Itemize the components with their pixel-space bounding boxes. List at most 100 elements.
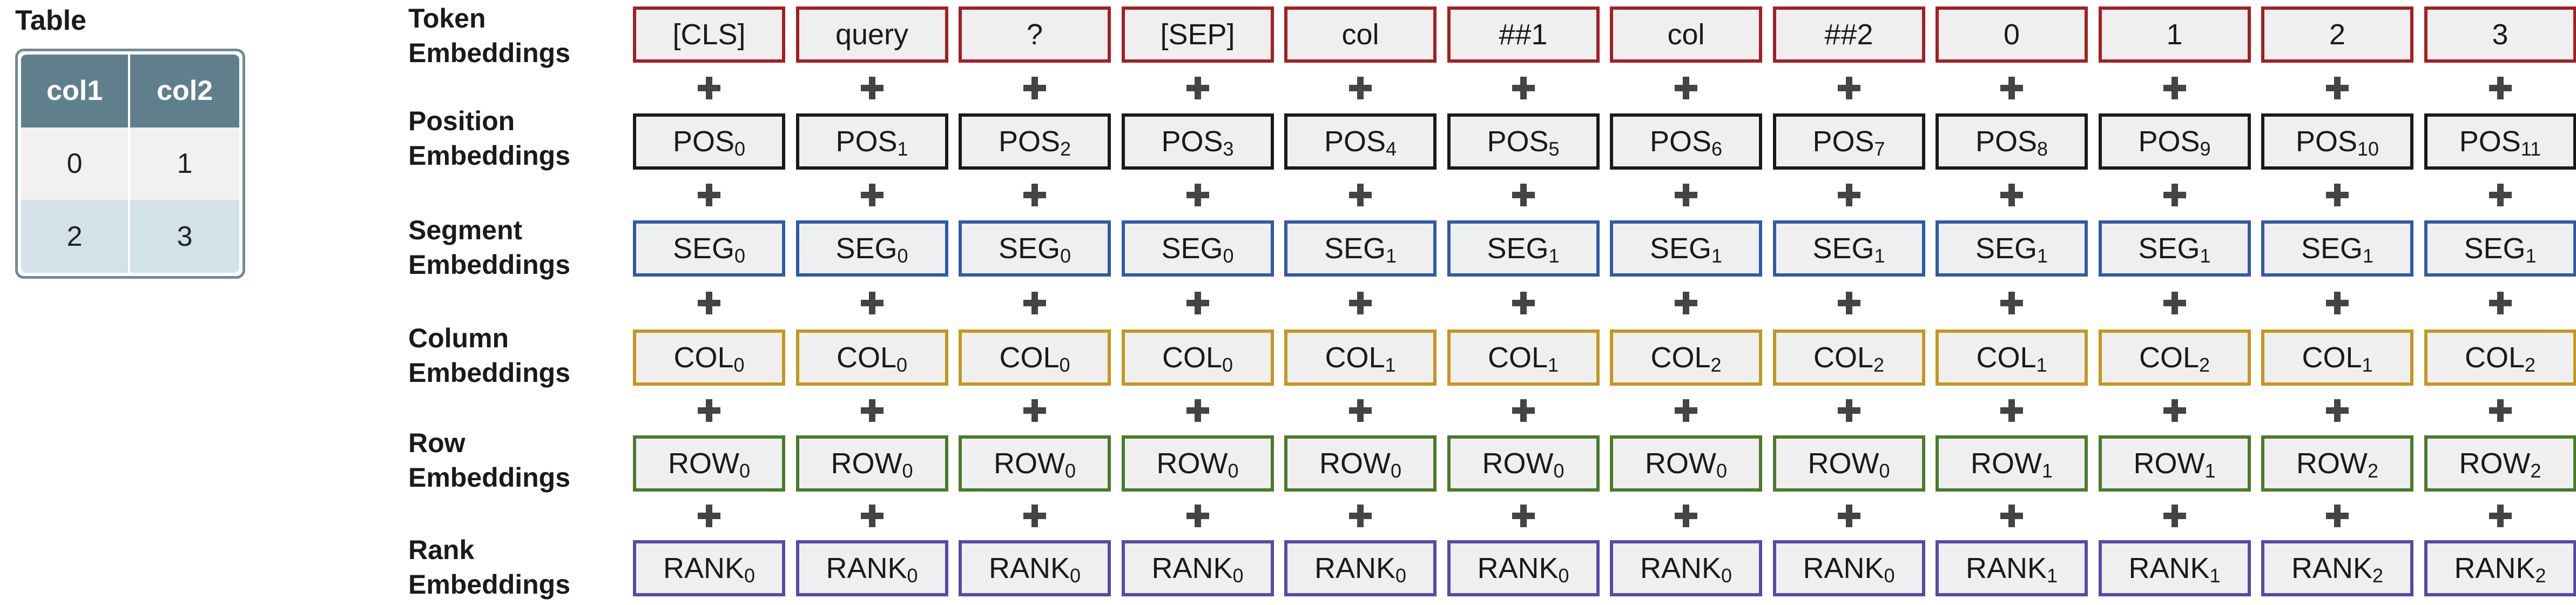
position-cell-base: POS <box>1487 125 1549 158</box>
position-cell-base: POS <box>2138 125 2200 158</box>
segment-cell-base: SEG <box>1161 232 1223 265</box>
token-cell-base: col <box>1667 18 1705 51</box>
position-cell-base: POS <box>998 125 1060 158</box>
position-cell-subscript: 1 <box>897 138 908 160</box>
segment-cell-subscript: 1 <box>2363 245 2374 267</box>
row-cell-subscript: 0 <box>1390 460 1401 482</box>
plus-icon <box>1673 502 1700 529</box>
rank-cell-subscript: 0 <box>907 564 918 587</box>
segment-cell-base: SEG <box>1324 232 1386 265</box>
row-cell-subscript: 2 <box>2530 460 2541 482</box>
example-table-grid: col1 col2 0 1 2 3 <box>21 55 239 273</box>
plus-icon <box>1021 75 1048 102</box>
segment-cell-subscript: 1 <box>1874 245 1885 267</box>
row-cell-subscript: 1 <box>2041 460 2053 482</box>
column-cell-subscript: 2 <box>2525 354 2536 376</box>
token-embedding-cell: 2 <box>2261 6 2413 63</box>
table-header-row: col1 col2 <box>21 55 239 127</box>
token-embedding-cell: 3 <box>2424 6 2576 63</box>
token-embedding-cell: [SEP] <box>1121 6 1274 63</box>
plus-icon <box>1184 502 1211 529</box>
plus-icon <box>1184 397 1211 424</box>
rank-cell-subscript: 1 <box>2047 564 2058 587</box>
plus-icon <box>2324 182 2351 209</box>
plus-icon <box>1347 75 1374 102</box>
rank-cell-base: RANK <box>2454 552 2535 584</box>
token-cell-base: [CLS] <box>672 18 746 51</box>
plus-icon <box>1021 182 1048 209</box>
plus-icon <box>1347 502 1374 529</box>
rank-cell-base: RANK <box>2291 552 2372 584</box>
position-cell-base: POS <box>1324 125 1386 158</box>
column-cell-subscript: 1 <box>1385 354 1396 376</box>
column-cell-subscript: 1 <box>2036 354 2047 376</box>
rank-cell-base: RANK <box>988 552 1070 584</box>
position-cell-subscript: 9 <box>2200 138 2211 160</box>
plus-icon <box>2324 290 2351 317</box>
plus-icon <box>1184 182 1211 209</box>
position-cell-subscript: 6 <box>1711 138 1723 160</box>
token-cell-base: [SEP] <box>1160 18 1235 51</box>
segment-cell-subscript: 0 <box>734 245 746 267</box>
row-cell-base: ROW <box>2296 447 2368 480</box>
token-label-line: Embeddings <box>408 38 571 68</box>
position-cell-subscript: 11 <box>2520 138 2541 160</box>
position-cell-base: POS <box>1649 125 1711 158</box>
position-label-line: Position <box>408 106 515 136</box>
plus-icon <box>2324 502 2351 529</box>
plus-icon <box>1510 75 1537 102</box>
plus-icon <box>2161 290 2188 317</box>
position-cell-subscript: 4 <box>1386 138 1397 160</box>
plus-icon <box>1021 502 1048 529</box>
token-embedding-cell: query <box>795 6 948 63</box>
row-cell-base: ROW <box>1971 447 2042 480</box>
segment-cell-base: SEG <box>1649 232 1711 265</box>
token-cell-base: 1 <box>2166 18 2183 51</box>
plus-icon <box>2487 75 2514 102</box>
position-cell-subscript: 3 <box>1223 138 1234 160</box>
segment-cell-base: SEG <box>2138 232 2200 265</box>
plus-icon <box>1184 290 1211 317</box>
segment-cell-base: SEG <box>1487 232 1549 265</box>
rank-cell-subscript: 2 <box>2535 564 2546 587</box>
rank-label-line: Embeddings <box>408 569 571 600</box>
plus-icon <box>1836 502 1863 529</box>
table-cell: 3 <box>128 200 239 273</box>
rank-cell-subscript: 0 <box>744 564 756 587</box>
table-cell: 0 <box>21 127 129 200</box>
plus-icon <box>696 182 723 209</box>
plus-icon <box>859 75 886 102</box>
plus-icon <box>2161 75 2188 102</box>
segment-cell-base: SEG <box>672 232 734 265</box>
rank-cell-subscript: 0 <box>1395 564 1407 587</box>
row-cell-base: ROW <box>994 447 1065 480</box>
plus-icon <box>696 397 723 424</box>
segment-cell-subscript: 1 <box>1548 245 1560 267</box>
plus-icon <box>1836 182 1863 209</box>
column-cell-base: COL <box>1976 341 2036 374</box>
segment-cell-base: SEG <box>1812 232 1874 265</box>
